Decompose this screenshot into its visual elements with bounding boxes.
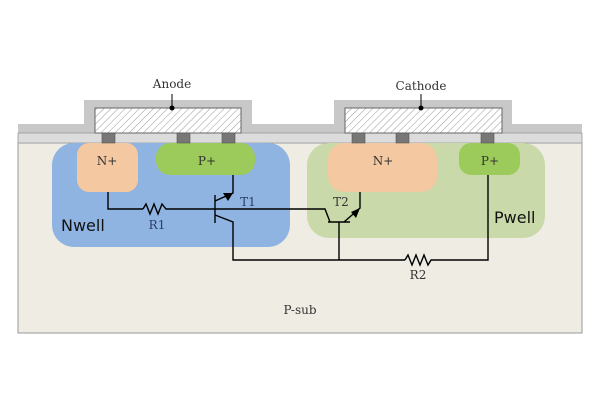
n-plus-right-region: [328, 143, 437, 192]
cathode-metal: [344, 107, 503, 134]
p-sub-label: P-sub: [283, 303, 316, 317]
t1-emitter-arrow: [223, 193, 233, 201]
anode-label: Anode: [152, 77, 191, 91]
r1-label: R1: [149, 218, 166, 232]
t2-label: T2: [333, 195, 349, 209]
p-plus-left-label: P+: [198, 154, 216, 168]
cathode-label: Cathode: [396, 79, 447, 93]
p-plus-right-label: P+: [481, 154, 499, 168]
contacts: [101, 132, 495, 144]
pwell-label: Pwell: [494, 208, 535, 227]
n-plus-left-label: N+: [97, 154, 118, 168]
field-oxide: [17, 132, 583, 144]
t1-label: T1: [240, 195, 256, 209]
r2-label: R2: [410, 268, 427, 282]
cathode-terminal-dot: [418, 105, 424, 111]
anode-metal: [94, 107, 242, 134]
resistor-r2: [404, 175, 489, 267]
p-plus-right-region: [459, 143, 520, 175]
n-plus-right-label: N+: [373, 154, 394, 168]
p-plus-left-region: [156, 143, 255, 175]
oxide-layer: [18, 124, 582, 133]
nwell-label: Nwell: [61, 216, 105, 235]
resistor-r1: [142, 202, 168, 216]
t2-emitter-arrow: [351, 208, 360, 218]
anode-terminal-dot: [169, 105, 175, 111]
n-plus-left-region: [77, 143, 138, 192]
